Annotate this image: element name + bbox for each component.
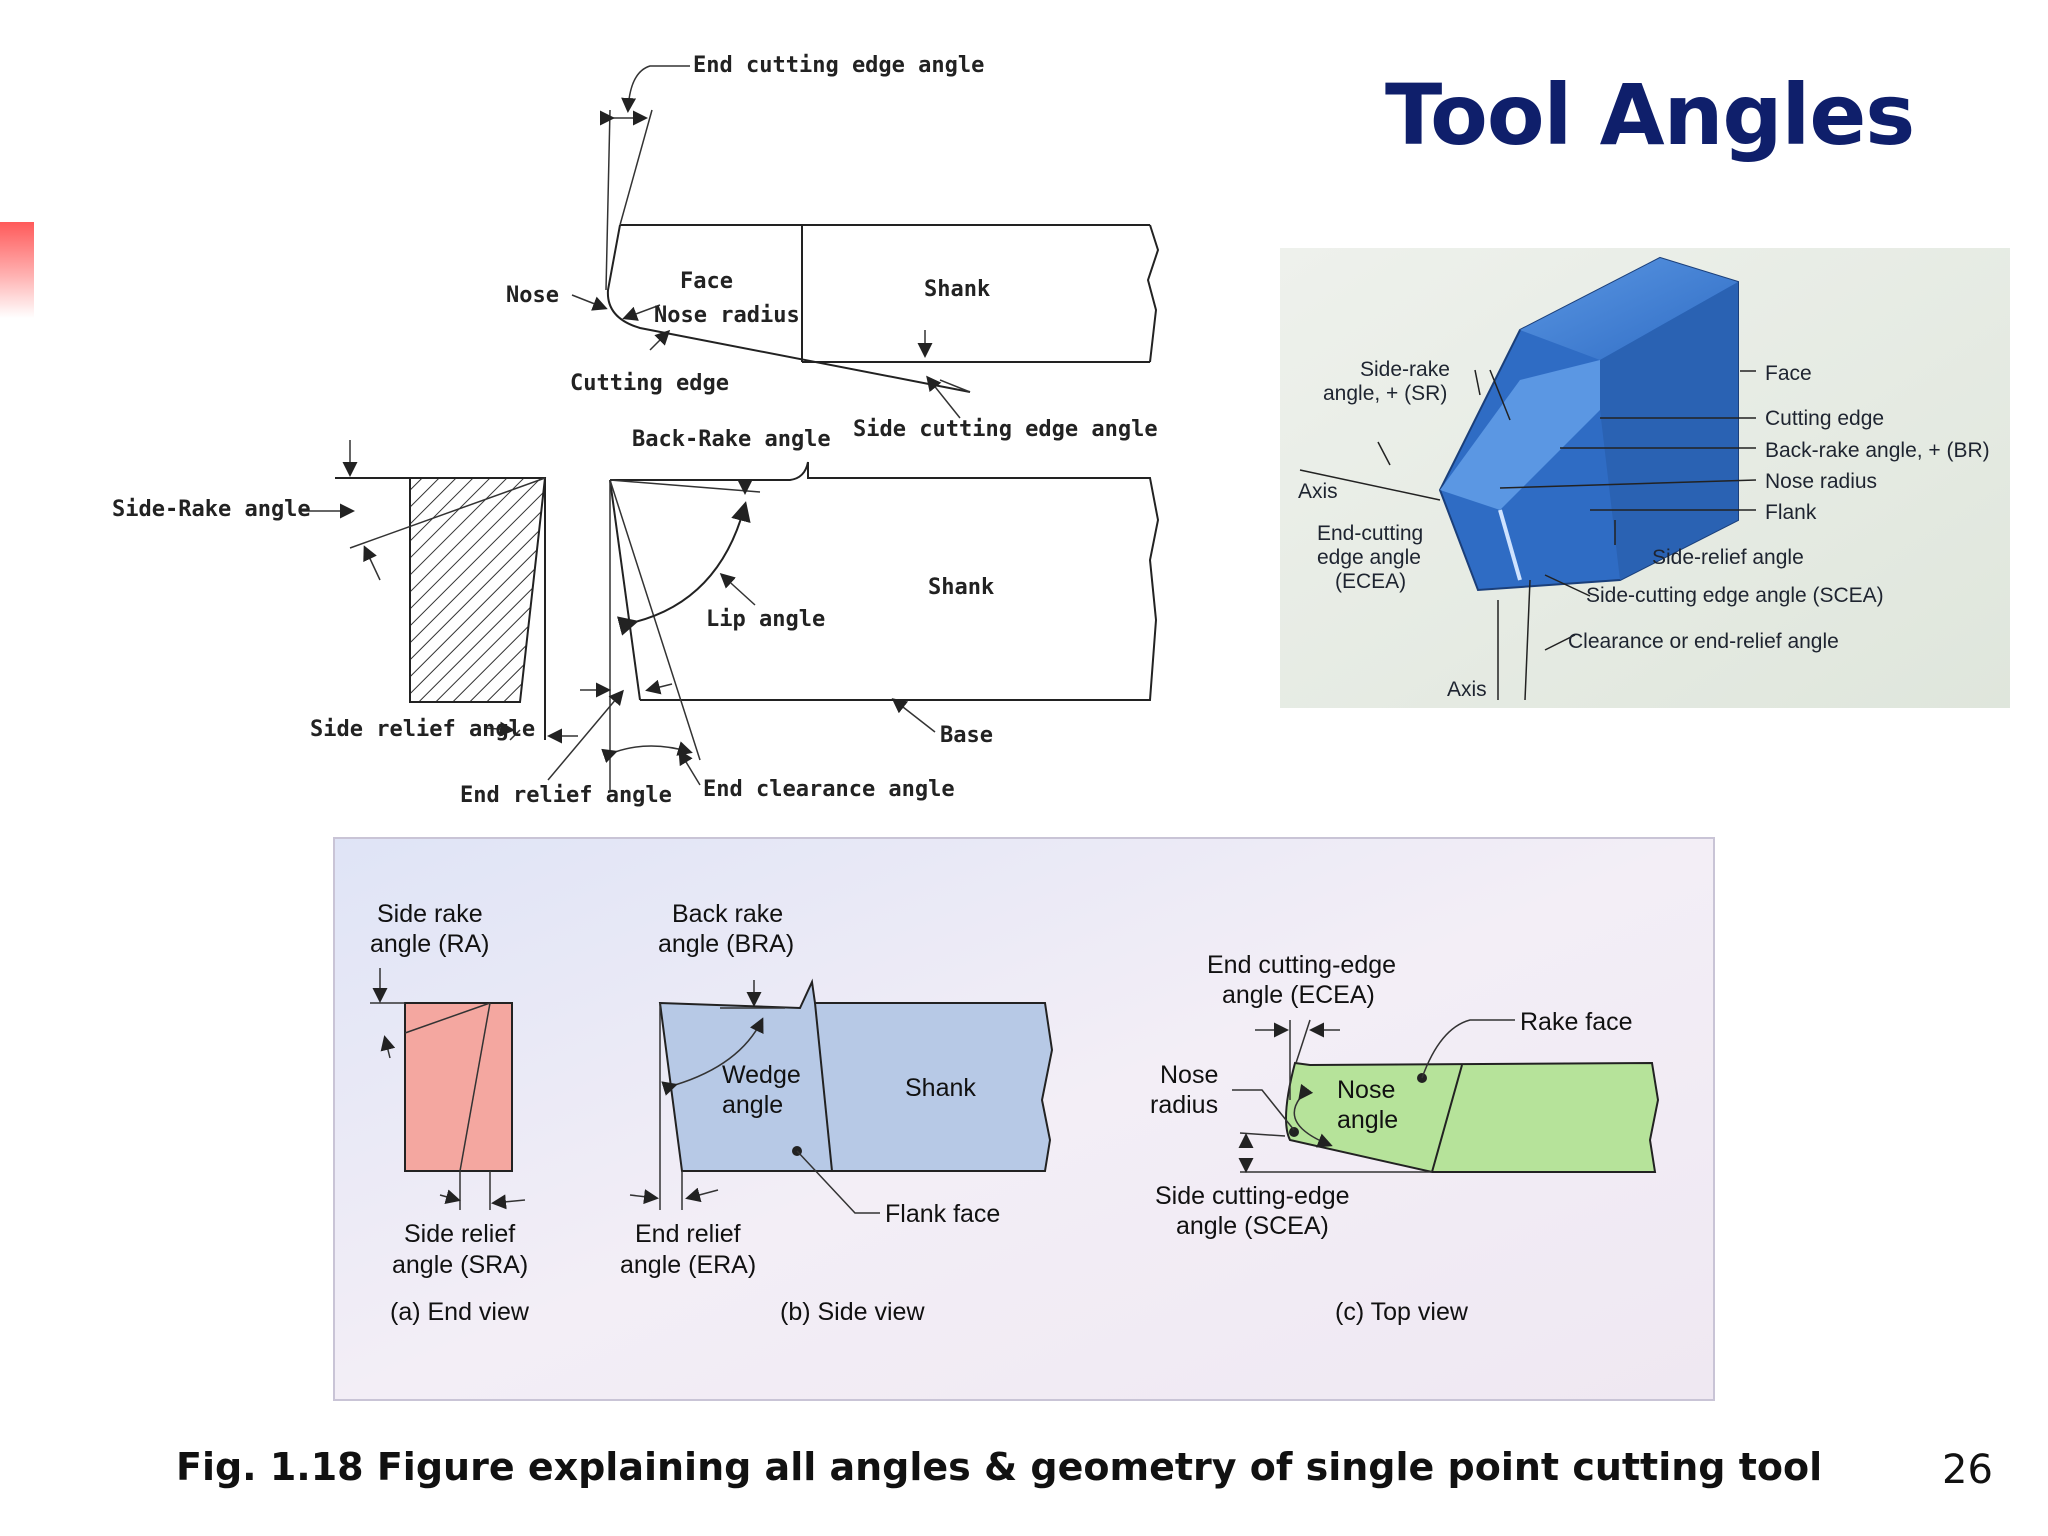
three-views-panel: Side rake angle (RA) Side relief angle (… [333, 837, 1715, 1401]
top-view-ecea-2: angle (ECEA) [1222, 981, 1375, 1009]
iso-label-clearance: Clearance or end-relief angle [1568, 630, 1839, 653]
top-view-caption: (c) Top view [1335, 1298, 1469, 1326]
side-view: Back rake angle (BRA) Wedge angle Shank … [620, 900, 1054, 1326]
label-side-rake-angle: Side-Rake angle [112, 497, 311, 522]
iso-label-axis-bottom: Axis [1447, 678, 1487, 701]
iso-label-cutting-edge: Cutting edge [1765, 407, 1884, 430]
top-view: End cutting-edge angle (ECEA) Rake face … [1150, 951, 1660, 1326]
side-view-wedge-2: angle [722, 1091, 783, 1119]
label-back-rake-angle: Back-Rake angle [632, 427, 831, 452]
top-plan-view-drawing: End cutting edge angle Nose Face Nose ra… [112, 53, 1160, 808]
iso-label-side-rake-2: angle, + (SR) [1323, 382, 1447, 405]
accent-bar [0, 222, 34, 318]
iso-label-axis-top: Axis [1298, 480, 1338, 503]
figure-caption: Fig. 1.18 Figure explaining all angles &… [176, 1445, 1823, 1489]
iso-label-ecea-2: edge angle [1317, 546, 1421, 569]
top-view-ecea-1: End cutting-edge [1207, 951, 1396, 979]
side-view-flank-face: Flank face [885, 1200, 1000, 1228]
end-view-caption: (a) End view [390, 1298, 530, 1326]
top-view-rake-face: Rake face [1520, 1008, 1633, 1036]
top-view-scea-1: Side cutting-edge [1155, 1182, 1350, 1210]
side-view-end-relief-1: End relief [635, 1220, 741, 1248]
label-face: Face [680, 269, 733, 294]
iso-label-side-relief: Side-relief angle [1652, 546, 1804, 569]
iso-label-back-rake: Back-rake angle, + (BR) [1765, 439, 1990, 462]
label-shank-side: Shank [928, 575, 994, 600]
iso-label-side-rake-1: Side-rake [1360, 358, 1450, 381]
side-view-shank: Shank [905, 1074, 976, 1102]
slide-title: Tool Angles [1385, 66, 1915, 164]
label-lip-angle: Lip angle [706, 607, 825, 632]
label-cutting-edge: Cutting edge [570, 371, 729, 396]
label-base: Base [940, 723, 993, 748]
isometric-tool-diagram: Side-rake angle, + (SR) Axis End-cutting… [1280, 248, 2010, 708]
end-view-side-relief-1: Side relief [404, 1220, 515, 1248]
top-view-nose-radius-2: radius [1150, 1091, 1218, 1119]
end-view-side-rake-2: angle (RA) [370, 930, 490, 958]
iso-label-face: Face [1765, 362, 1812, 385]
end-view: Side rake angle (RA) Side relief angle (… [370, 900, 530, 1326]
label-shank-top: Shank [924, 277, 990, 302]
label-side-relief-angle: Side relief angle [310, 717, 535, 742]
side-view-back-rake-2: angle (BRA) [658, 930, 794, 958]
side-view-back-rake-1: Back rake [672, 900, 783, 928]
end-view-side-rake-1: Side rake [377, 900, 483, 928]
side-view-wedge-1: Wedge [722, 1061, 801, 1089]
label-end-cutting-edge-angle: End cutting edge angle [693, 53, 984, 78]
iso-label-scea: Side-cutting edge angle (SCEA) [1586, 584, 1884, 607]
top-view-nose-angle-1: Nose [1337, 1076, 1395, 1104]
iso-label-ecea-1: End-cutting [1317, 522, 1423, 545]
top-view-scea-2: angle (SCEA) [1176, 1212, 1329, 1240]
label-end-relief-angle: End relief angle [460, 783, 672, 808]
iso-label-nose-radius: Nose radius [1765, 470, 1877, 493]
label-side-cutting-edge-angle: Side cutting edge angle [853, 417, 1158, 442]
side-view-caption: (b) Side view [780, 1298, 925, 1326]
iso-label-ecea-3: (ECEA) [1335, 570, 1406, 593]
label-end-clearance-angle: End clearance angle [703, 777, 955, 802]
iso-label-flank: Flank [1765, 501, 1817, 524]
page-number: 26 [1942, 1447, 1993, 1493]
label-nose: Nose [506, 283, 559, 308]
top-view-nose-radius-1: Nose [1160, 1061, 1218, 1089]
side-view-end-relief-2: angle (ERA) [620, 1251, 756, 1279]
top-view-nose-angle-2: angle [1337, 1106, 1398, 1134]
label-nose-radius: Nose radius [654, 303, 800, 328]
end-view-side-relief-2: angle (SRA) [392, 1251, 528, 1279]
